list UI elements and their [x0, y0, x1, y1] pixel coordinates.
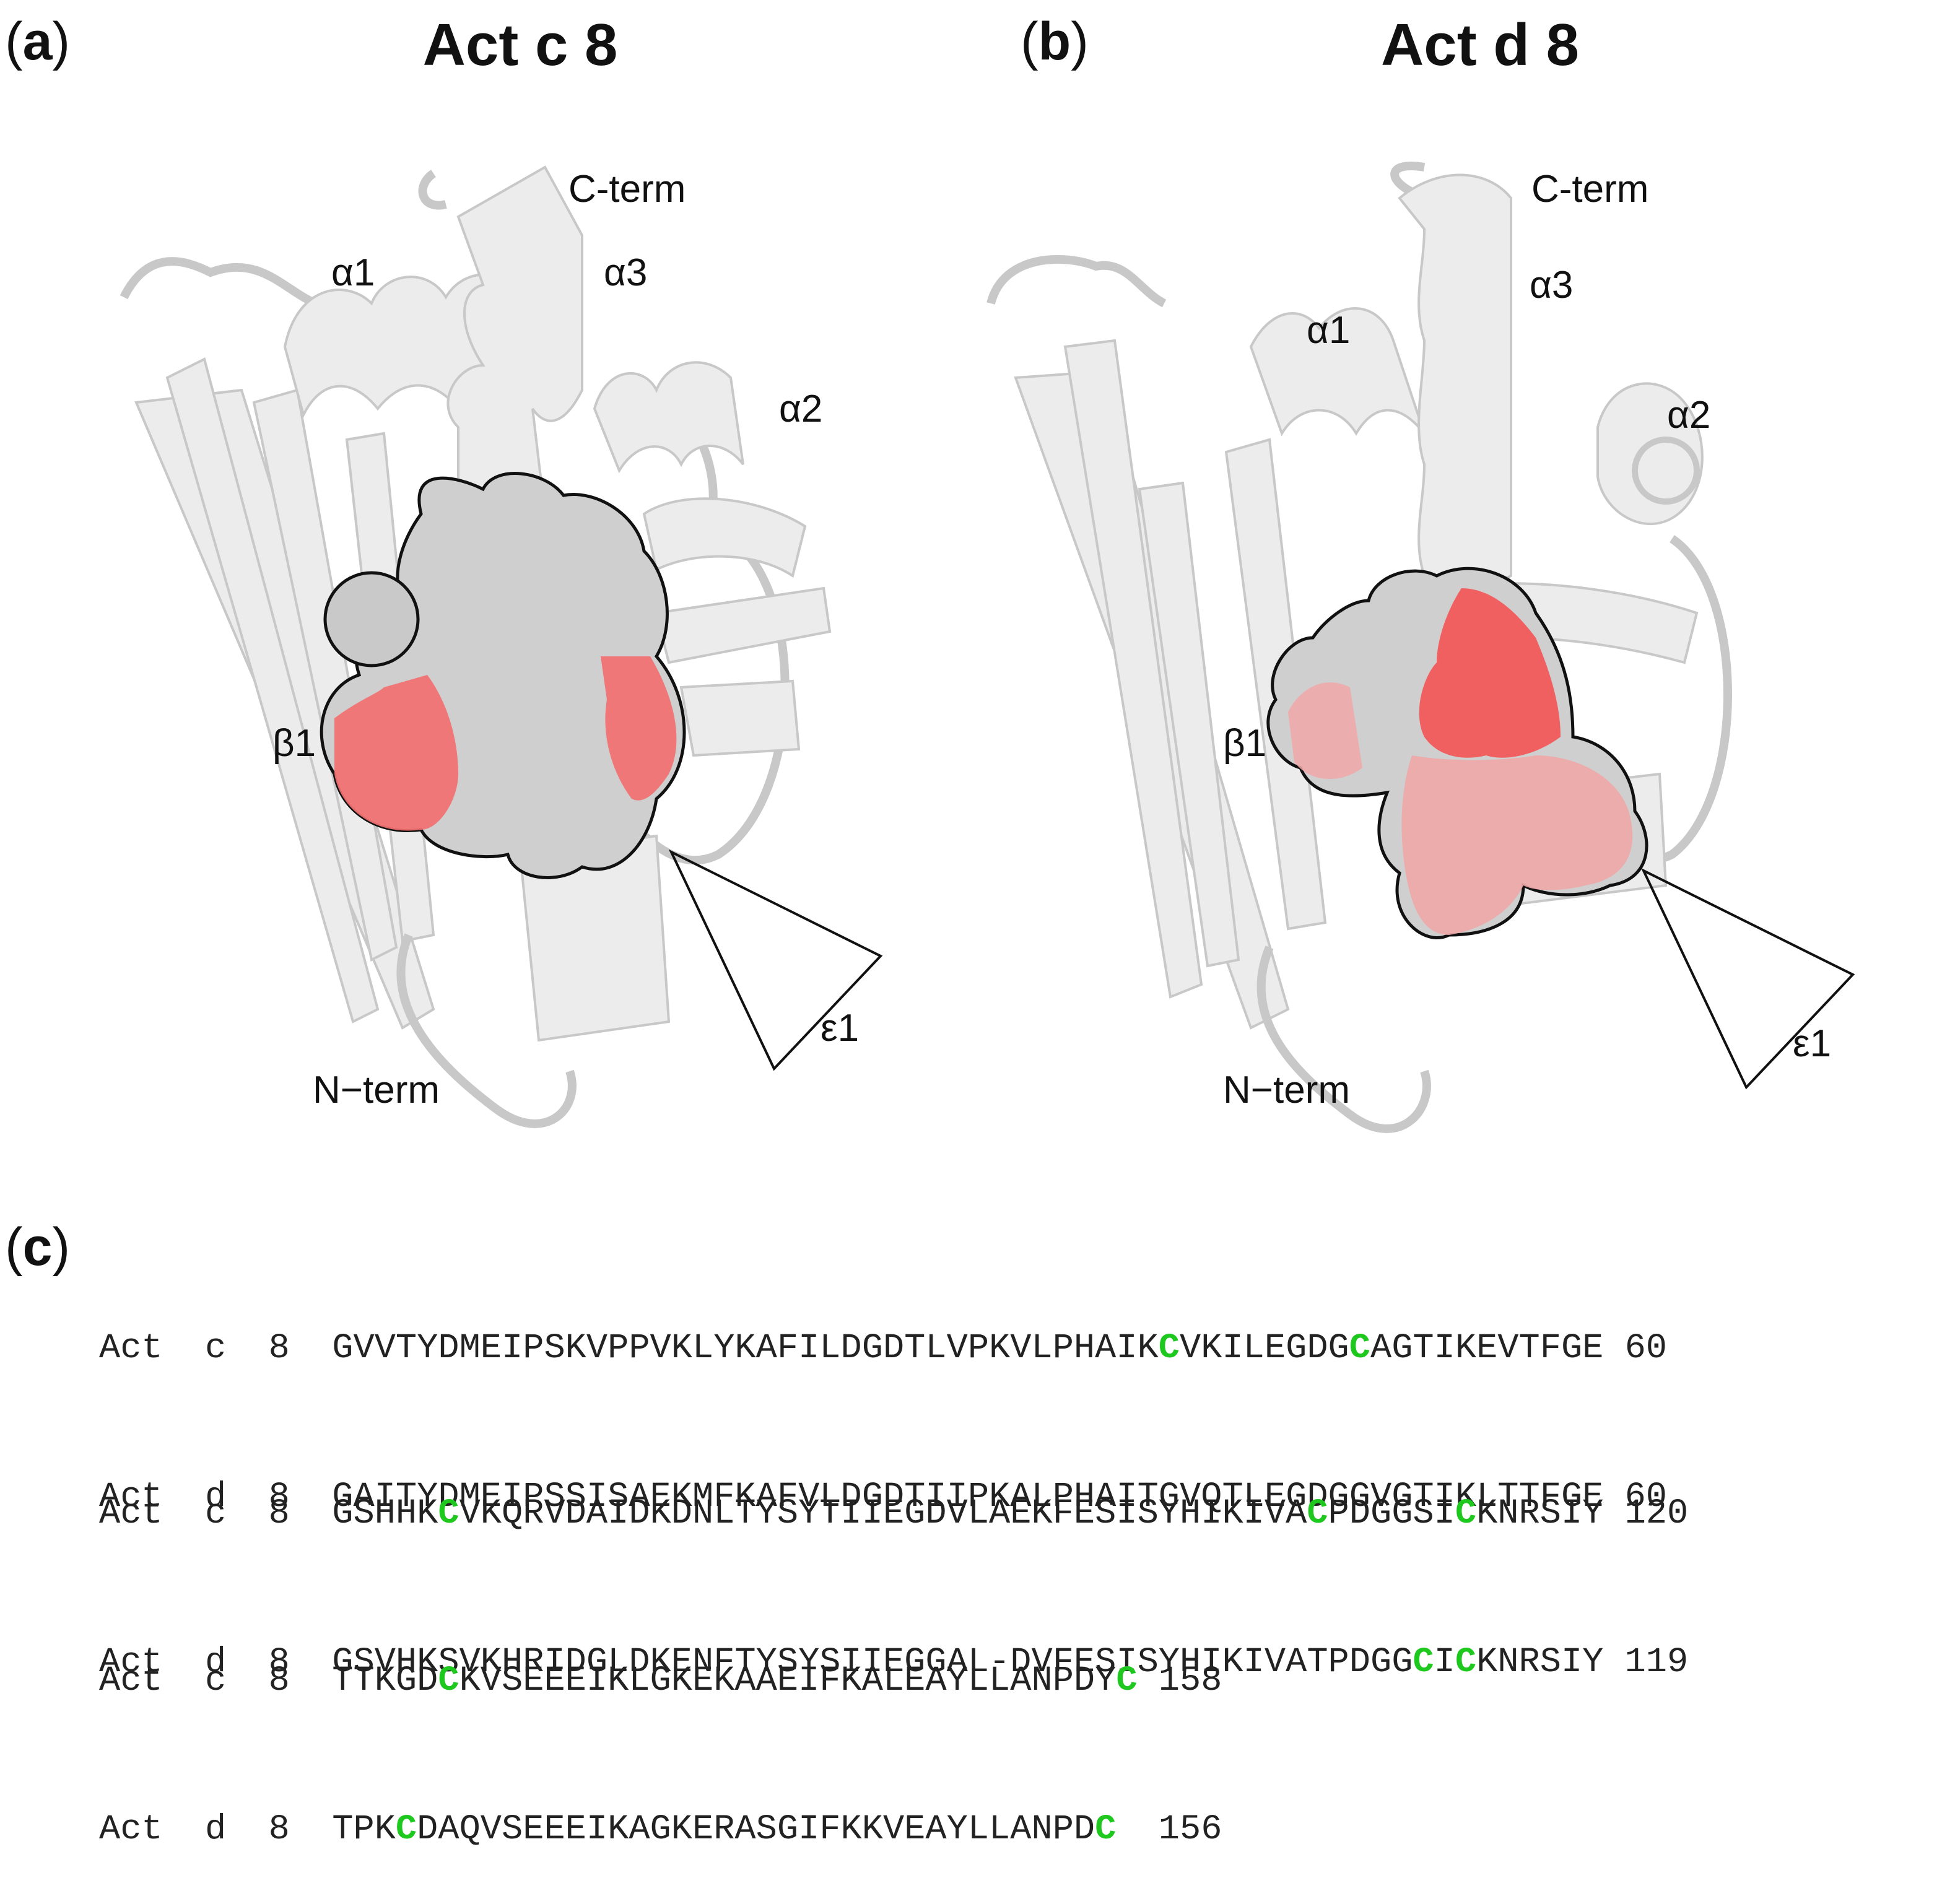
label-alpha2-a: α2: [779, 388, 823, 430]
sequence-end-position: 60: [1603, 1477, 1668, 1517]
loop: [418, 170, 447, 210]
label-beta1-b: β1: [1223, 722, 1267, 765]
beta-strand: [655, 586, 832, 664]
label-alpha2-b: α2: [1667, 394, 1711, 437]
beta-strand: [1138, 481, 1240, 968]
cysteine-residue: C: [1455, 1494, 1477, 1534]
sequence-end-position: 156: [1137, 1810, 1222, 1850]
cysteine-residue: C: [1158, 1329, 1180, 1368]
sequence-alignment-block-3: Act c 8 TTKGDCKVSEEEIKLGKEKAAEIFKALEAYLL…: [99, 1557, 1222, 1904]
cysteine-residue: C: [438, 1494, 459, 1534]
loop: [120, 257, 318, 308]
sequence-residues: TPKCDAQVSEEEIKAGKERASGIFKKVEAYLLANPDC: [332, 1810, 1117, 1850]
label-c-term-b: C-term: [1531, 168, 1649, 211]
alignment-row: Act c 8 GVVTYDMEIPSKVPPVKLYKAFILDGDTLVPK…: [99, 1324, 1667, 1373]
cysteine-residue: C: [1095, 1810, 1117, 1850]
alignment-row: Act d 8 GAITYDMEIPSSISAEKMFKAFVLDGDTIIPK…: [99, 1472, 1667, 1522]
loop: [1390, 162, 1426, 196]
panel-letter-b: (b): [1021, 12, 1089, 71]
epitope-wedge-a: [668, 849, 883, 1071]
ligand-surface: [320, 472, 686, 879]
loop: [1256, 945, 1431, 1133]
label-alpha1-b: α1: [1307, 309, 1351, 352]
protein-structure-act-d-8: [986, 162, 1732, 1133]
sequence-name: Act c 8: [99, 1661, 333, 1701]
label-alpha1-a: α1: [331, 251, 375, 294]
sequence-end-position: 60: [1603, 1329, 1668, 1368]
label-epsilon1-b: ε1: [1793, 1022, 1832, 1065]
panel-title-act-c-8: Act c 8: [422, 12, 618, 78]
sequence-residues: GAITYDMEIPSSISAEKMFKAFVLDGDTIIPKALPHAITG…: [332, 1477, 1604, 1517]
label-alpha3-a: α3: [604, 251, 648, 294]
label-n-term-b: N−term: [1223, 1069, 1350, 1111]
panel-title-act-d-8: Act d 8: [1380, 12, 1580, 78]
epitope-wedge-b: [1640, 867, 1855, 1090]
cysteine-residue: C: [1307, 1494, 1328, 1534]
sequence-residues: GSHHKCVKQRVDAIDKDNLTYSYTIIEGDVLAEKFESISY…: [332, 1494, 1604, 1534]
label-beta1-a: β1: [272, 722, 316, 765]
label-n-term-a: N−term: [313, 1069, 440, 1111]
sequence-name: Act c 8: [99, 1329, 333, 1368]
label-c-term-a: C-term: [568, 168, 686, 211]
protein-structure-act-c-8: [120, 165, 832, 1128]
beta-strand: [1063, 339, 1203, 999]
cysteine-residue: C: [1413, 1643, 1434, 1682]
helix-a3: [1398, 173, 1512, 586]
sequence-alignment-block-1: Act c 8 GVVTYDMEIPSKVPPVKLYKAFILDGDTLVPK…: [99, 1225, 1667, 1571]
cysteine-residue: C: [1116, 1661, 1138, 1701]
label-epsilon1-a: ε1: [821, 1007, 860, 1050]
alignment-row: Act d 8 TPKCDAQVSEEEIKAGKERASGIFKKVEAYLL…: [99, 1805, 1222, 1854]
alignment-row: Act c 8 TTKGDCKVSEEEIKLGKEKAAEIFKALEAYLL…: [99, 1656, 1222, 1706]
sequence-end-position: 158: [1137, 1661, 1222, 1701]
beta-strand: [679, 679, 801, 757]
cysteine-residue: C: [1349, 1329, 1370, 1368]
helix: [642, 497, 807, 578]
helix-a2: [593, 361, 744, 474]
label-alpha3-b: α3: [1530, 264, 1574, 306]
cysteine-residue: C: [1455, 1643, 1477, 1682]
loop: [986, 254, 1167, 308]
beta-strand: [165, 357, 380, 1024]
cysteine-residue: C: [395, 1810, 417, 1850]
panel-letter-c: (c): [5, 1217, 71, 1277]
sequence-end-position: 119: [1603, 1643, 1689, 1682]
alignment-row: Act c 8 GSHHKCVKQRVDAIDKDNLTYSYTIIEGDVLA…: [99, 1489, 1688, 1539]
panel-letter-a: (a): [5, 12, 71, 71]
cysteine-residue: C: [438, 1661, 459, 1701]
ligand-surface: [1266, 567, 1648, 939]
helix-a2: [1596, 382, 1704, 526]
sequence-name: Act c 8: [99, 1494, 333, 1534]
helix-a3: [446, 165, 583, 522]
sequence-name: Act d 8: [99, 1810, 333, 1850]
loop: [396, 933, 577, 1128]
sequence-residues: GVVTYDMEIPSKVPPVKLYKAFILDGDTLVPKVLPHAIKC…: [332, 1329, 1604, 1368]
sequence-name: Act d 8: [99, 1477, 333, 1517]
sequence-end-position: 120: [1603, 1494, 1689, 1534]
sequence-residues: TTKGDCKVSEEEIKLGKEKAAEIFKALEAYLLANPDYC: [332, 1661, 1138, 1701]
